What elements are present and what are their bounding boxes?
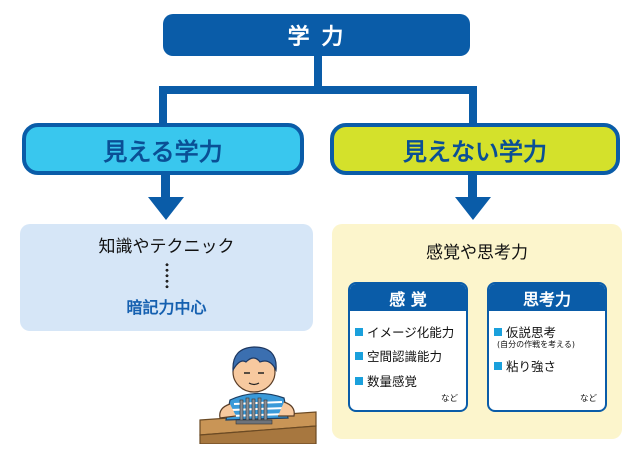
- list-item-label: 空間認識能力: [367, 349, 443, 364]
- visible-ability-label: 見える学力: [103, 137, 223, 166]
- square-bullet-icon: [494, 327, 502, 336]
- list-item: 数量感覚: [355, 371, 417, 390]
- visible-ability-header: 見える学力: [22, 123, 304, 175]
- top-node-gakuryoku: 学 力: [163, 14, 470, 56]
- arrow-down-icon: [455, 175, 491, 220]
- connector-horizontal: [159, 86, 477, 94]
- top-node-label: 学 力: [287, 25, 346, 50]
- boy-studying-icon: [199, 346, 317, 444]
- memorization-focus-text: 暗記力中心: [126, 298, 207, 317]
- list-item: 仮説思考: [494, 322, 556, 341]
- square-bullet-icon: [494, 361, 502, 370]
- card-sense: 感 覚 イメージ化能力 空間認識能力 数量感覚 など: [348, 282, 468, 412]
- connector-right-drop: [469, 86, 477, 123]
- connector-top-stem: [314, 56, 322, 90]
- card-sense-title: 感 覚: [350, 284, 466, 311]
- card-thinking: 思考力 仮説思考 (自分の作戦を考える) 粘り強さ など: [487, 282, 607, 412]
- sense-thinking-text: 感覚や思考力: [426, 243, 528, 263]
- vertical-dots: [165, 262, 169, 290]
- list-item: 粘り強さ: [494, 356, 556, 375]
- etc-label: など: [440, 394, 458, 404]
- list-item: 空間認識能力: [355, 346, 442, 365]
- square-bullet-icon: [355, 376, 363, 385]
- hypothesis-note: (自分の作戦を考える): [497, 340, 576, 349]
- invisible-ability-header: 見えない学力: [330, 123, 620, 175]
- list-item-label: 仮説思考: [506, 325, 557, 340]
- list-item-label: 数量感覚: [367, 374, 418, 389]
- card-thinking-title: 思考力: [489, 284, 605, 311]
- invisible-ability-label: 見えない学力: [403, 137, 547, 166]
- knowledge-technique-text: 知識やテクニック: [98, 237, 235, 257]
- list-item: イメージ化能力: [355, 322, 454, 341]
- square-bullet-icon: [355, 351, 363, 360]
- arrow-down-icon: [148, 175, 184, 220]
- connector-left-drop: [159, 86, 167, 123]
- list-item-label: 粘り強さ: [506, 359, 557, 374]
- square-bullet-icon: [355, 327, 363, 336]
- etc-label: など: [579, 394, 597, 404]
- list-item-label: イメージ化能力: [367, 325, 455, 340]
